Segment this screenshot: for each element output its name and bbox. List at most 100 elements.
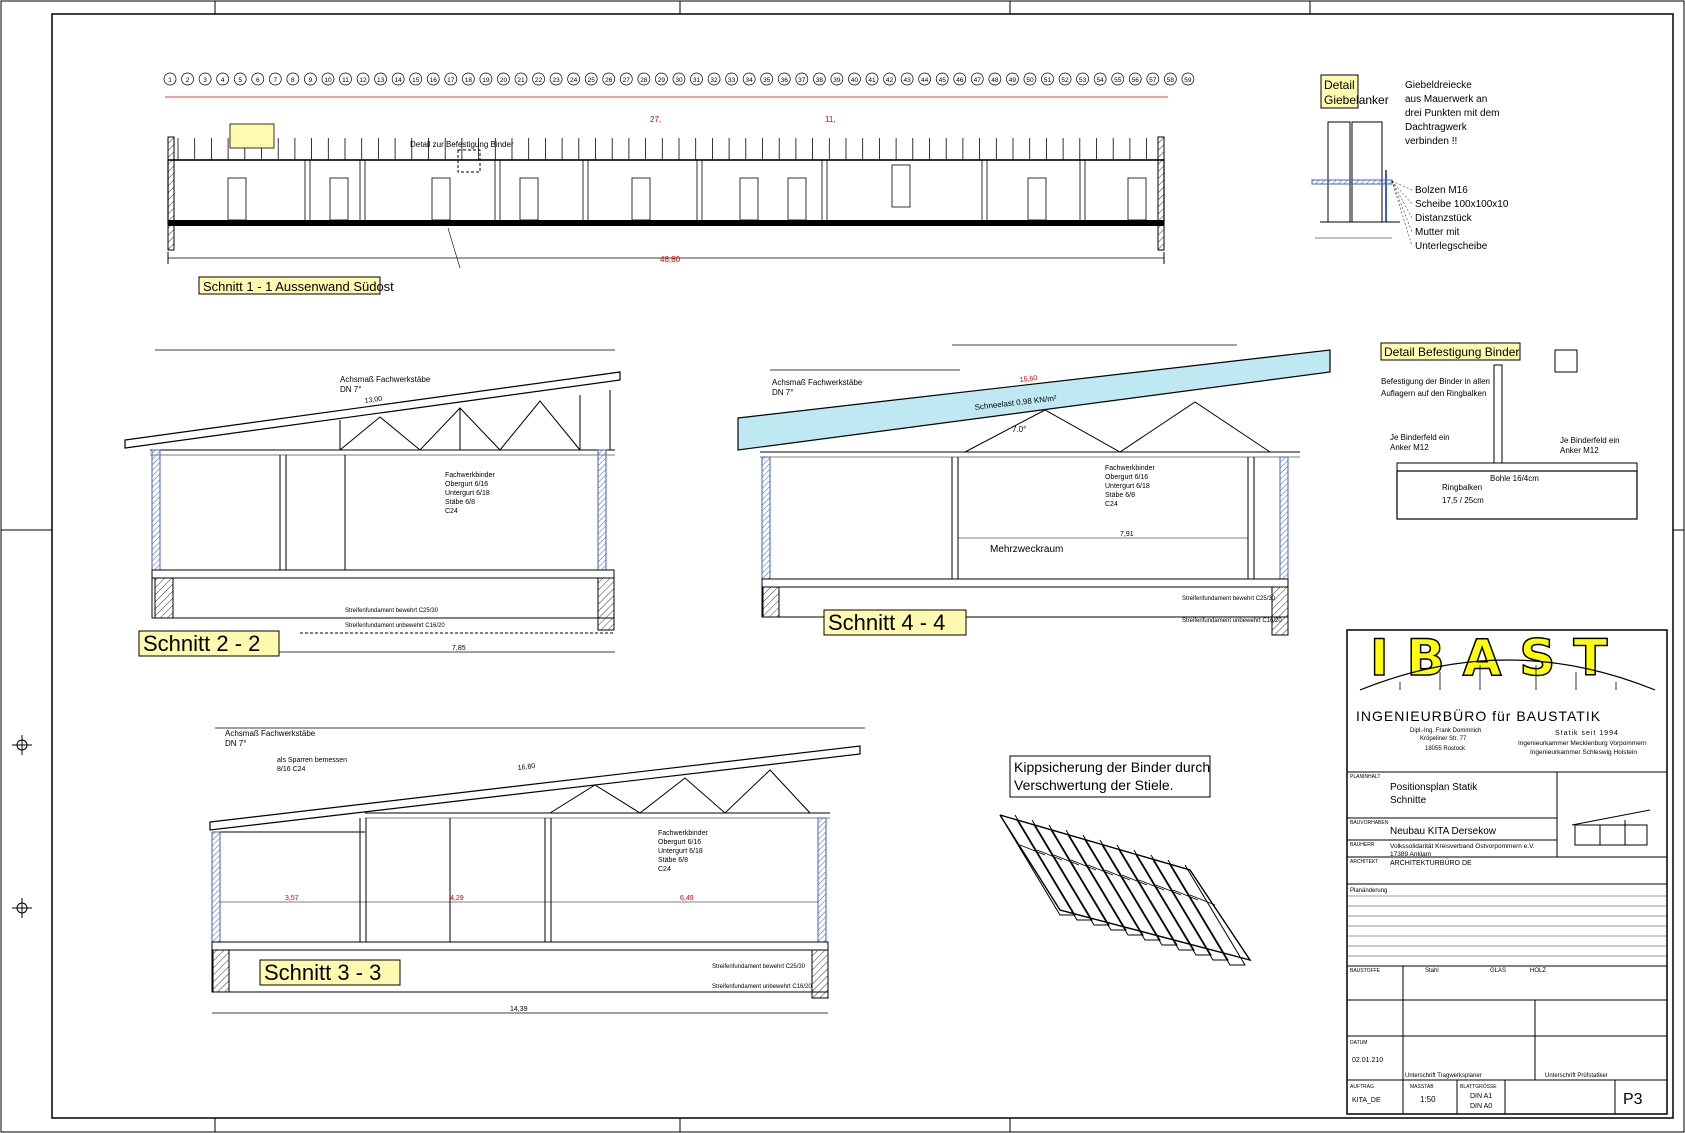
- axis-marker: 24: [567, 72, 581, 86]
- field-label: BAUHERR: [1350, 842, 1375, 848]
- fachwerk-line: Stäbe 6/8: [445, 499, 475, 506]
- building-thumbnail: [1571, 809, 1651, 846]
- wall-opening: [227, 177, 247, 221]
- axis-marker: 1: [163, 72, 177, 86]
- fachwerk-line: Obergurt 6/16: [445, 481, 488, 488]
- isometric-truss-sketch: [999, 814, 1252, 966]
- svg-text:33: 33: [728, 77, 736, 84]
- pillar: [1079, 159, 1086, 223]
- company-name: INGENIEURBÜRO für BAUSTATIK: [1356, 707, 1601, 724]
- fachwerk-line: C24: [1105, 501, 1118, 508]
- svg-text:Detail Befestigung Binder: Detail Befestigung Binder: [1384, 345, 1519, 359]
- axis-marker: 14: [391, 72, 405, 86]
- note-line: Dachtragwerk: [1405, 122, 1468, 133]
- field-label: Planänderung: [1350, 888, 1387, 894]
- axis-marker: 16: [426, 72, 440, 86]
- svg-text:17: 17: [447, 77, 455, 84]
- axis-marker: 40: [848, 72, 861, 86]
- wall-opening: [631, 177, 651, 221]
- svg-text:40: 40: [851, 77, 859, 84]
- axis-marker: 4: [216, 72, 229, 86]
- pillar: [696, 159, 703, 223]
- roof-battens: [168, 138, 1164, 161]
- detail-callout: Detail zur Befestigung Binder: [410, 140, 514, 149]
- dim-label: 27,: [650, 115, 661, 124]
- registration-mark: [12, 735, 32, 918]
- kippsicherung-detail: Kippsicherung der Binder durch Verschwer…: [999, 755, 1252, 966]
- axis-marker: 19: [479, 72, 493, 86]
- axis-marker: 31: [690, 72, 703, 86]
- svg-text:25: 25: [588, 77, 596, 84]
- svg-text:22: 22: [535, 77, 543, 84]
- label: Streifenfundament unbewehrt C16/20: [345, 623, 445, 629]
- label: Streifenfundament bewehrt C25/30: [1182, 596, 1276, 602]
- detail-label: Distanzstück: [1415, 213, 1473, 224]
- field-label: BAUSTOFFE: [1350, 968, 1381, 974]
- field-label: PLANINHALT: [1350, 774, 1380, 780]
- plan-content: Schnitte: [1390, 795, 1427, 806]
- axis-marker: 35: [760, 72, 774, 86]
- sparren-line: 8/16 C24: [277, 766, 306, 773]
- axis-marker: 47: [970, 72, 984, 86]
- angle-label: 7.0°: [1012, 425, 1026, 434]
- svg-text:Schnitt 4 - 4: Schnitt 4 - 4: [828, 610, 945, 635]
- svg-text:44: 44: [921, 77, 929, 84]
- wall-openings: [227, 159, 1147, 223]
- svg-text:39: 39: [833, 77, 841, 84]
- fachwerk-line: Stäbe 6/8: [658, 857, 688, 864]
- axis-marker: 17: [444, 72, 458, 86]
- since-label: Statik seit 1994: [1555, 730, 1619, 737]
- axis-marker: 10: [321, 72, 335, 86]
- fachwerk-line: C24: [658, 866, 671, 873]
- fachwerk-line: Untergurt 6/18: [1105, 483, 1150, 490]
- company-logo: IBAST: [1359, 628, 1656, 691]
- axis-marker: 39: [830, 72, 844, 86]
- pillar: [582, 159, 589, 223]
- svg-text:29: 29: [658, 77, 666, 84]
- detail-label: Bolzen M16: [1415, 185, 1468, 196]
- fachwerk-line: Untergurt 6/18: [658, 848, 703, 855]
- chamber: Ingenieurkammer Schleswig Holstein: [1530, 749, 1637, 756]
- svg-text:24: 24: [570, 77, 578, 84]
- axis-marker: 56: [1128, 72, 1142, 86]
- label: DN 7°: [340, 385, 361, 394]
- detail-label: Bohle 16/4cm: [1490, 474, 1539, 483]
- svg-text:37: 37: [798, 77, 806, 84]
- axis-marker: 5: [233, 72, 247, 86]
- note-line: aus Mauerwerk an: [1405, 94, 1487, 105]
- detail-befestigung-binder: Detail Befestigung Binder Befestigung de…: [1380, 342, 1638, 520]
- note-line: drei Punkten mit dem: [1405, 108, 1500, 119]
- architect: ARCHITEKTURBÜRO DE: [1390, 859, 1472, 867]
- signature-label: Unterschrift Tragwerksplaner: [1405, 1073, 1482, 1079]
- svg-text:26: 26: [605, 77, 613, 84]
- svg-text:10: 10: [324, 77, 332, 84]
- svg-text:38: 38: [816, 77, 824, 84]
- svg-text:9: 9: [309, 77, 313, 84]
- field-label: MASSTAB: [1410, 1084, 1434, 1090]
- axis-marker: 43: [900, 72, 914, 86]
- axis-marker: 34: [742, 72, 756, 86]
- axis-marker: 36: [777, 72, 791, 86]
- svg-text:35: 35: [763, 77, 771, 84]
- field-label: DATUM: [1350, 1040, 1367, 1046]
- axis-marker: 44: [918, 72, 932, 86]
- wall-opening: [1127, 177, 1147, 221]
- kipp-title: Verschwertung der Stiele.: [1014, 777, 1174, 793]
- detail-label: Scheibe 100x100x10: [1415, 199, 1509, 210]
- label: Achsmaß Fachwerkstäbe: [340, 375, 431, 384]
- dim-label: 7,91: [1120, 531, 1134, 538]
- svg-text:5: 5: [238, 77, 242, 84]
- svg-text:28: 28: [640, 77, 648, 84]
- axis-marker: 32: [707, 72, 721, 86]
- axis-marker: 54: [1093, 72, 1107, 86]
- svg-text:14: 14: [395, 77, 403, 84]
- label: DN 7°: [225, 739, 246, 748]
- axis-marker: 50: [1023, 72, 1037, 86]
- detail-title: Detail Befestigung Binder: [1380, 342, 1521, 361]
- svg-text:59: 59: [1184, 77, 1192, 84]
- material-label: Stahl: [1425, 968, 1439, 974]
- label: Streifenfundament bewehrt C25/30: [345, 608, 439, 614]
- axis-marker: 27: [619, 72, 633, 86]
- axis-marker: 13: [374, 72, 387, 86]
